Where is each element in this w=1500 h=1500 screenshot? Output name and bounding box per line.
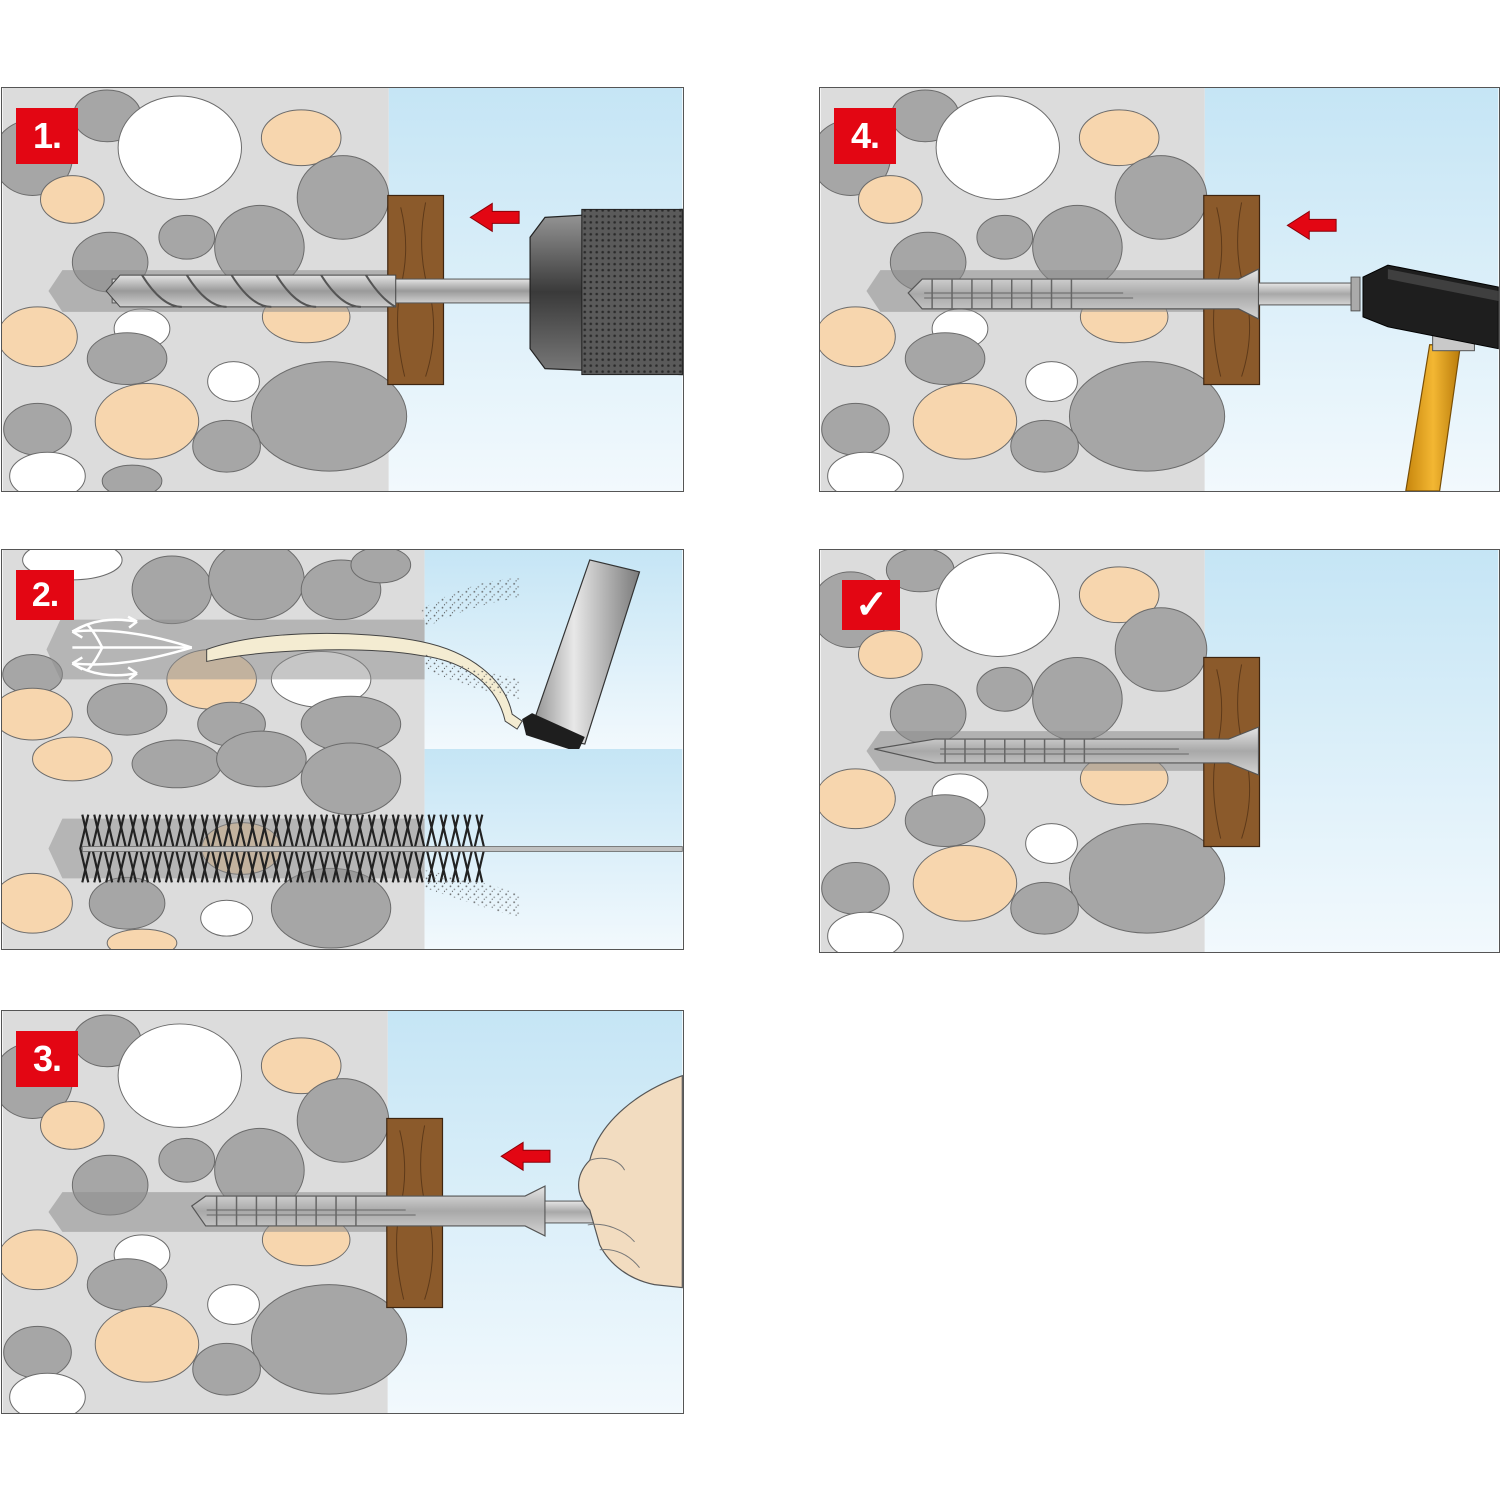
blow-out-tube — [206, 632, 523, 730]
frame-fixing-plug — [907, 268, 1260, 320]
drill-bit — [105, 274, 397, 308]
brush-rod — [81, 846, 683, 852]
step-4-panel: 4. — [819, 87, 1500, 492]
gloved-hand — [577, 1074, 683, 1289]
step-1-panel: 1. — [1, 87, 684, 492]
frame-fixing-plug — [190, 1185, 546, 1237]
dust-cloud — [420, 577, 521, 628]
pump-nozzle — [522, 713, 585, 752]
step-badge: 1. — [16, 108, 78, 164]
step-2-panel: 2. — [1, 549, 684, 950]
step-badge: 2. — [16, 570, 74, 620]
air-flow-arrows — [71, 615, 193, 681]
step-3-illustration — [2, 1011, 683, 1413]
check-mark-icon: ✓ — [842, 580, 900, 630]
step-2-illustration — [2, 550, 683, 949]
dust-cloud — [425, 870, 521, 919]
screw-head-shank — [1258, 282, 1354, 306]
installed-frame-fixing — [874, 726, 1260, 776]
cleaning-brush — [79, 814, 683, 883]
step-badge: 4. — [834, 108, 896, 164]
step-1-illustration — [2, 88, 683, 491]
step-done-illustration — [820, 550, 1499, 952]
hammer — [1362, 264, 1499, 491]
dust-cloud — [425, 654, 521, 700]
step-4-illustration — [820, 88, 1499, 491]
red-arrow-left-icon — [469, 202, 520, 233]
step-done-panel: ✓ — [819, 549, 1500, 953]
red-arrow-left-icon — [500, 1141, 551, 1172]
chuck-knurling — [581, 208, 683, 376]
step-badge: 3. — [16, 1031, 78, 1087]
red-arrow-left-icon — [1286, 210, 1337, 241]
step-3-panel: 3. — [1, 1010, 684, 1414]
